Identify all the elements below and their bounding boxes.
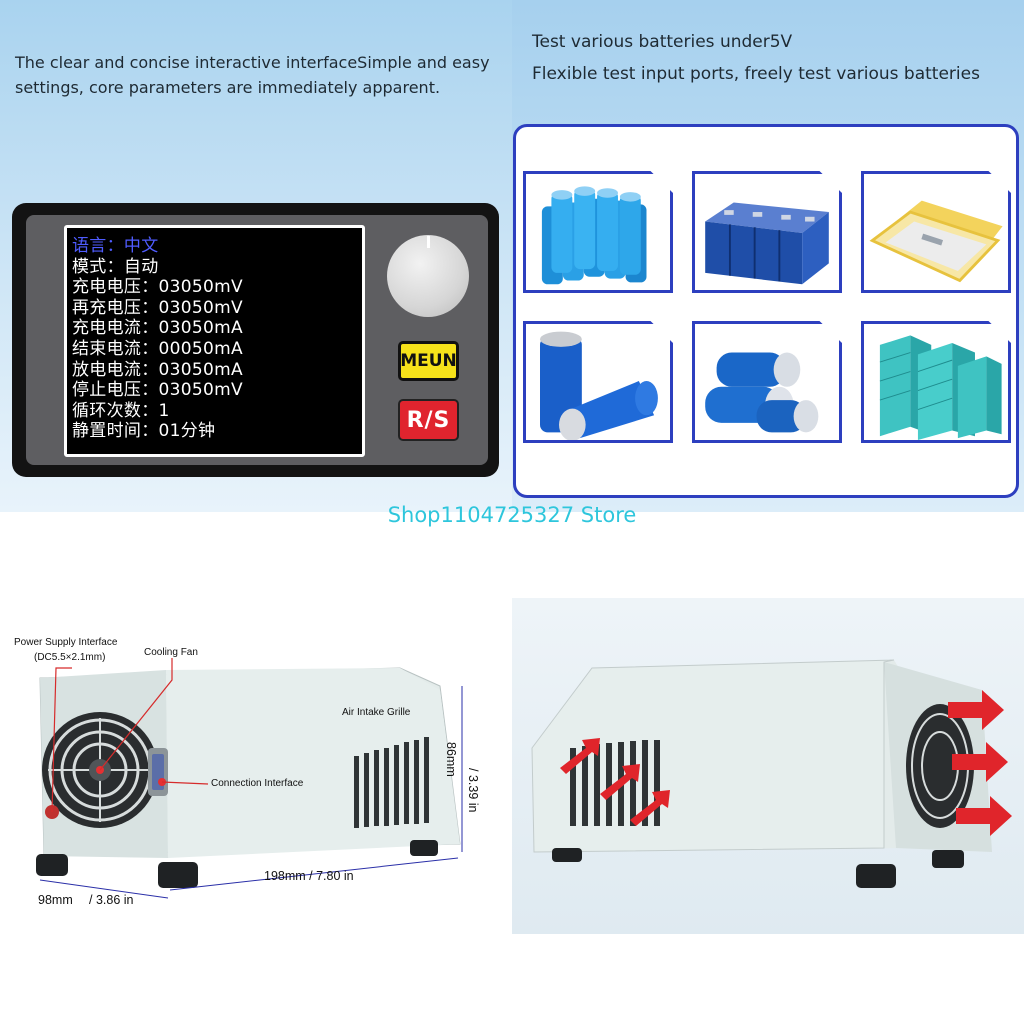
battery-headline-line2: Flexible test input ports, freely test v… — [532, 64, 980, 84]
power-interface-label: Power Supply Interface — [14, 637, 118, 648]
titanate-cells-image — [695, 324, 839, 440]
cylindrical-cells-image — [526, 174, 670, 290]
connection-interface-label: Connection Interface — [211, 778, 304, 789]
prismatic-stacks-image — [864, 324, 1008, 440]
lcd-line-stop-voltage: 停止电压：03050mV — [72, 380, 243, 401]
air-intake-grille-label: Air Intake Grille — [342, 707, 411, 718]
lcd-line-charge-current: 充电电流：03050mA — [72, 318, 243, 339]
battery-tile-prismatic-stacks — [861, 321, 1011, 443]
lcd-line-cycle-count: 循环次数：1 — [72, 400, 170, 421]
cooling-fan-label: Cooling Fan — [144, 647, 198, 658]
height-mm-label: 86mm — [444, 742, 458, 777]
pouch-cells-image — [864, 174, 1008, 290]
lcd-line-recharge-voltage: 再充电压：03050mV — [72, 297, 243, 318]
device-rear-illustration — [36, 658, 463, 899]
lcd-line-language: 语言：中文 — [72, 236, 159, 256]
interface-headline-line1: The clear and concise interactive interf… — [15, 53, 490, 72]
knob-indicator-mark — [427, 236, 430, 248]
rotary-knob[interactable] — [387, 235, 469, 317]
width-in-label: / 3.86 in — [89, 893, 134, 907]
interface-headline-line2: settings, core parameters are immediatel… — [15, 78, 441, 97]
lcd-line-charge-voltage: 充电电压：03050mV — [72, 277, 243, 298]
product-dimensions-photo: Power Supply Interface (DC5.5×2.1mm) Coo… — [0, 590, 512, 930]
lcd-line-discharge-current: 放电电流：03050mA — [72, 359, 243, 380]
run-stop-button[interactable]: R/S — [398, 399, 459, 441]
menu-button[interactable]: MEUN — [398, 341, 459, 381]
battery-tile-large-cylindrical — [523, 321, 673, 443]
airflow-photo — [512, 598, 1024, 934]
prismatic-cells-image — [695, 174, 839, 290]
lcd-line-rest-time: 静置时间：01分钟 — [72, 421, 216, 442]
battery-tile-titanate — [692, 321, 842, 443]
device-airflow-illustration — [531, 659, 1012, 888]
battery-tile-cylindrical — [523, 171, 673, 293]
power-interface-spec: (DC5.5×2.1mm) — [34, 652, 106, 663]
large-cylindrical-image — [526, 324, 670, 440]
battery-headline-line1: Test various batteries under5V — [532, 32, 793, 52]
store-watermark: Shop1104725327 Store — [387, 503, 637, 527]
lcd-line-mode: 模式：自动 — [72, 256, 159, 277]
length-label: 198mm / 7.80 in — [264, 869, 354, 883]
lcd-screen: 语言：中文 模式：自动 充电电压：03050mV 再充电压：03050mV 充电… — [64, 225, 365, 457]
battery-tile-prismatic — [692, 171, 842, 293]
height-in-label: / 3.39 in — [466, 768, 480, 813]
lcd-line-end-current: 结束电流：00050mA — [72, 338, 243, 359]
battery-tile-pouch — [861, 171, 1011, 293]
width-mm-label: 98mm — [38, 893, 73, 907]
